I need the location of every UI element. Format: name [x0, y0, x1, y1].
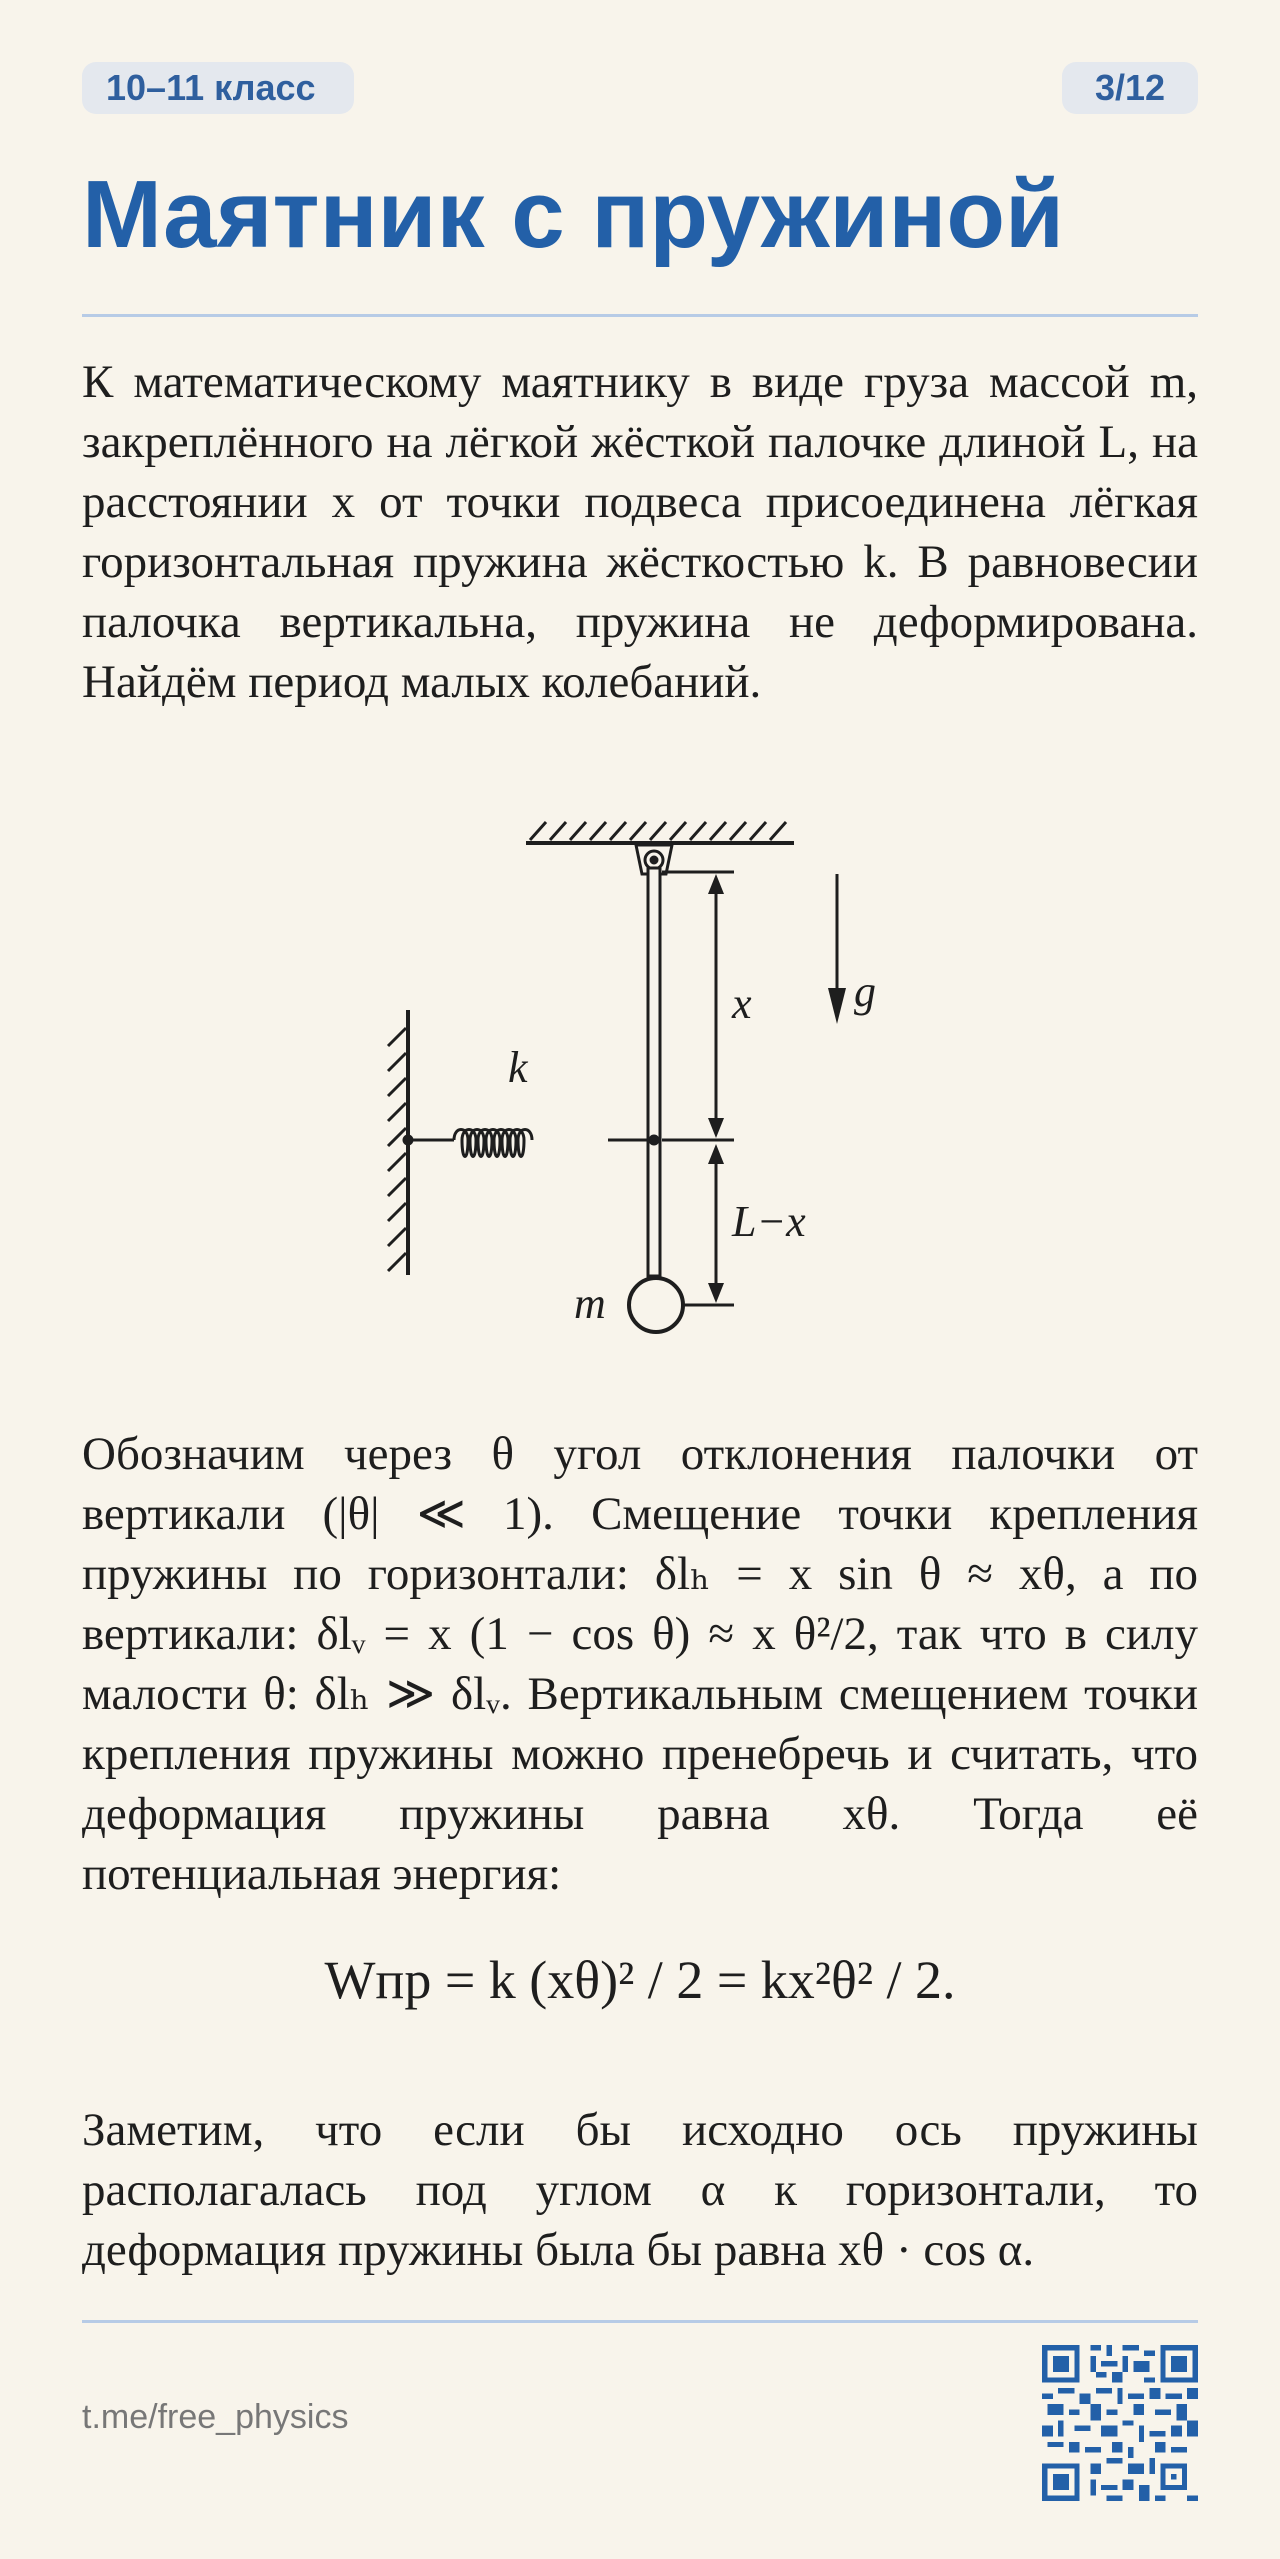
label-x: x — [731, 979, 752, 1028]
title-divider — [82, 314, 1198, 317]
page-counter: 3/12 — [1062, 62, 1198, 114]
analysis-paragraph: Обозначим через θ угол отклонения палочк… — [82, 1428, 1198, 1900]
label-g: g — [854, 967, 876, 1016]
gravity-arrow — [828, 874, 846, 1024]
footer-divider — [82, 2320, 1198, 2323]
pendulum-rod — [646, 866, 662, 1278]
energy-formula: Wпр = k (xθ)² / 2 = kx²θ² / 2. — [324, 1950, 956, 2010]
ceiling-support — [526, 821, 794, 845]
grade-badge: 10–11 класс — [82, 62, 354, 114]
intro-paragraph: К математическому маятнику в виде груза … — [82, 356, 1198, 708]
pendulum-mass — [627, 1276, 685, 1334]
spring — [402, 1128, 660, 1158]
page-title: Маятник с пружиной — [82, 161, 1064, 268]
label-l-minus-x: L−x — [731, 1197, 806, 1246]
qr-code-icon — [1042, 2345, 1198, 2501]
dimension-markers — [662, 870, 734, 1307]
label-m: m — [574, 1279, 606, 1328]
pendulum-spring-diagram: x g k L−x m — [386, 821, 876, 1334]
pivot-hinge — [634, 843, 674, 876]
channel-link[interactable]: t.me/free_physics — [82, 2398, 349, 2436]
label-k: k — [508, 1043, 529, 1092]
remark-paragraph: Заметим, что если бы исходно ось пружины… — [82, 2104, 1198, 2276]
